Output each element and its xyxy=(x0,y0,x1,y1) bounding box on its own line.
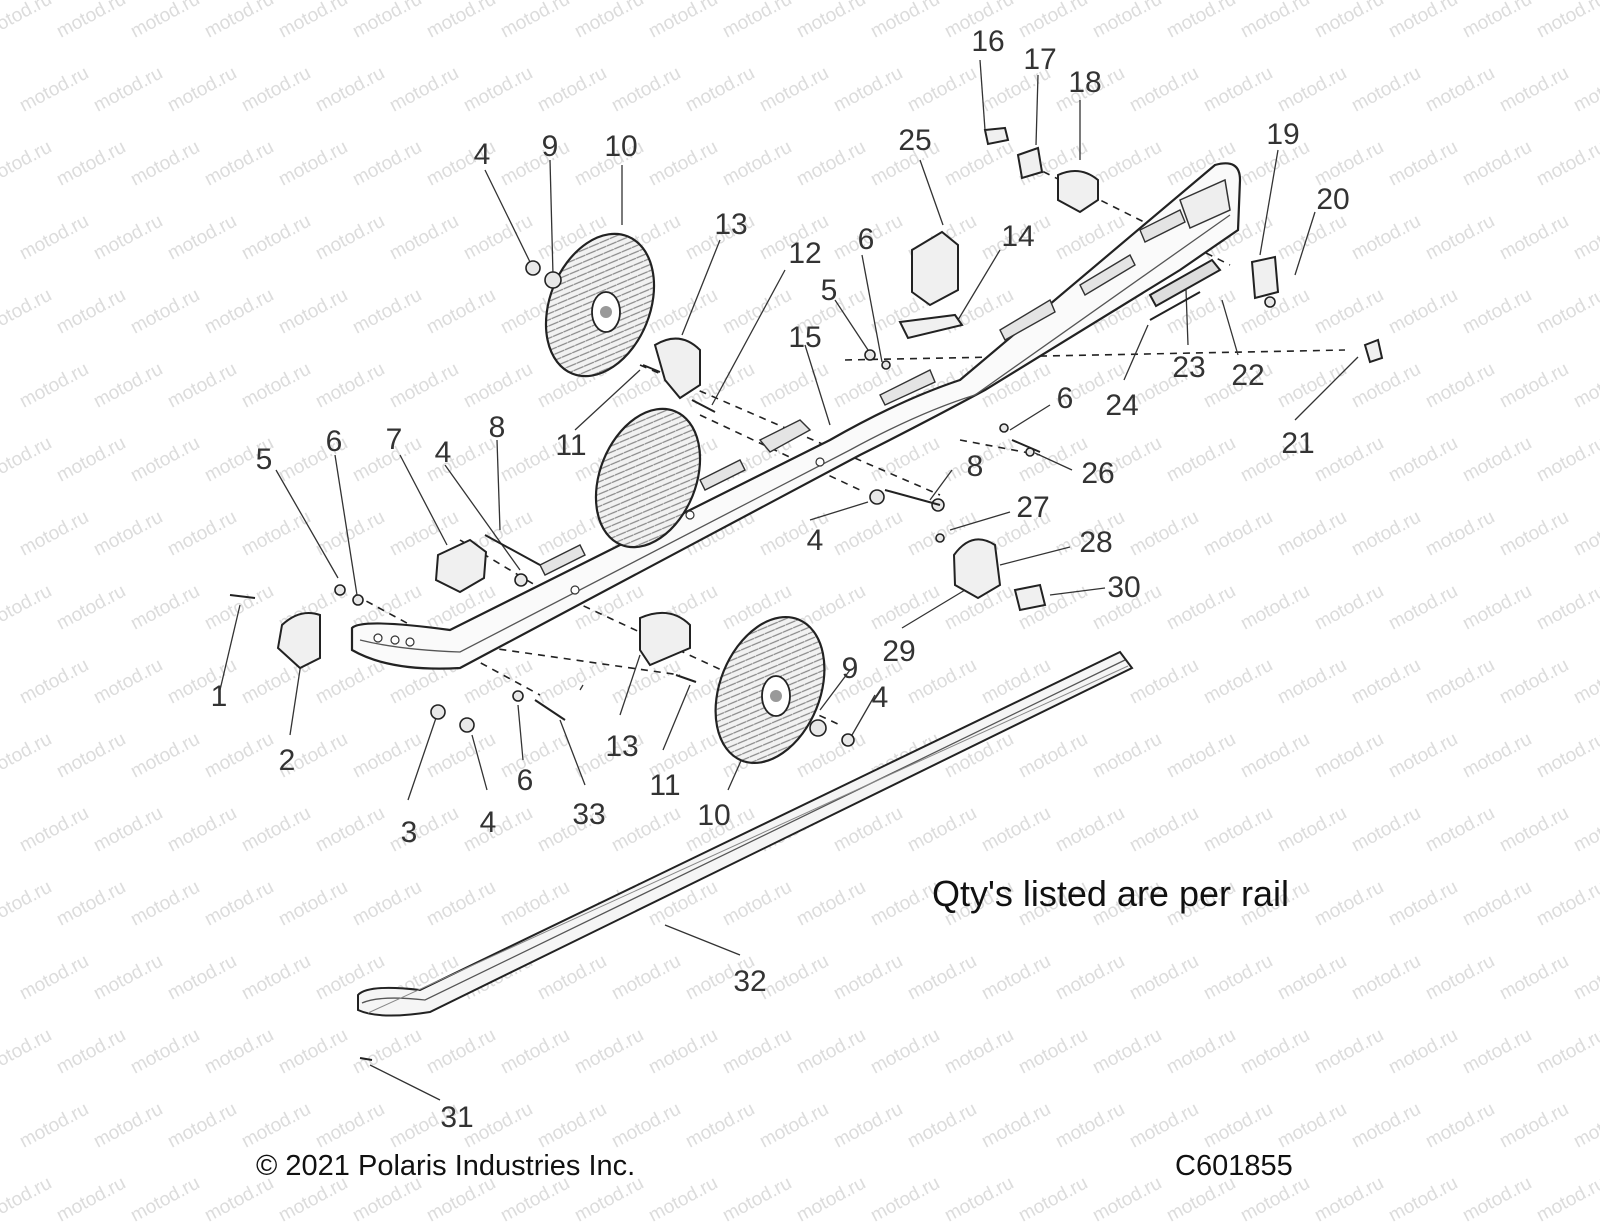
callout-11: 11 xyxy=(649,769,681,802)
callout-10: 10 xyxy=(697,799,731,832)
callout-32: 32 xyxy=(733,965,767,998)
mount-brackets xyxy=(276,126,1384,670)
rail-beam xyxy=(350,162,1242,670)
callout-20: 20 xyxy=(1316,183,1350,216)
callout-12: 12 xyxy=(788,237,822,270)
callout-5: 5 xyxy=(820,274,838,307)
callout-4: 4 xyxy=(479,806,497,839)
callout-26: 26 xyxy=(1081,457,1115,490)
callout-6: 6 xyxy=(1056,382,1074,415)
quantity-note: Qty's listed are per rail xyxy=(932,873,1289,914)
callout-3: 3 xyxy=(400,816,418,849)
callout-9: 9 xyxy=(841,652,859,685)
callout-14: 14 xyxy=(1001,220,1035,253)
callout-10: 10 xyxy=(604,130,638,163)
leader-lines xyxy=(219,59,1359,1101)
idler-wheel-upper xyxy=(544,232,656,378)
callout-8: 8 xyxy=(488,411,506,444)
callout-16: 16 xyxy=(971,25,1005,58)
callout-11: 11 xyxy=(555,429,587,462)
callout-22: 22 xyxy=(1231,359,1265,392)
idler-wheel-lower xyxy=(714,615,826,765)
callout-15: 15 xyxy=(788,321,822,354)
callout-30: 30 xyxy=(1107,571,1141,604)
callout-29: 29 xyxy=(882,635,916,668)
callout-13: 13 xyxy=(605,730,639,763)
callout-4: 4 xyxy=(473,138,491,171)
callout-6: 6 xyxy=(516,764,534,797)
callout-31: 31 xyxy=(440,1101,474,1134)
callout-13: 13 xyxy=(714,208,748,241)
callout-24: 24 xyxy=(1105,389,1139,422)
callout-6: 6 xyxy=(857,223,875,256)
callout-1: 1 xyxy=(210,680,228,713)
callout-33: 33 xyxy=(572,798,606,831)
callout-27: 27 xyxy=(1016,491,1050,524)
callout-5: 5 xyxy=(255,443,273,476)
callout-4: 4 xyxy=(434,436,452,469)
slide-rail xyxy=(357,650,1134,1017)
callout-8: 8 xyxy=(966,450,984,483)
callout-6: 6 xyxy=(325,425,343,458)
callout-25: 25 xyxy=(898,124,932,157)
callout-28: 28 xyxy=(1079,526,1113,559)
callout-7: 7 xyxy=(385,423,403,456)
callout-23: 23 xyxy=(1172,351,1206,384)
callout-2: 2 xyxy=(278,744,296,777)
callout-4: 4 xyxy=(871,681,889,714)
callout-18: 18 xyxy=(1068,66,1102,99)
copyright-text: © 2021 Polaris Industries Inc. xyxy=(256,1150,636,1182)
figure-code: C601855 xyxy=(1175,1150,1293,1182)
callout-19: 19 xyxy=(1266,118,1300,151)
callout-21: 21 xyxy=(1281,427,1315,460)
bolts xyxy=(229,291,1201,1061)
callout-9: 9 xyxy=(541,130,559,163)
exploded-parts-diagram xyxy=(219,59,1384,1101)
callout-4: 4 xyxy=(806,524,824,557)
fasteners xyxy=(334,260,1276,747)
idler-wheel-middle xyxy=(594,407,702,549)
callout-17: 17 xyxy=(1023,43,1057,76)
